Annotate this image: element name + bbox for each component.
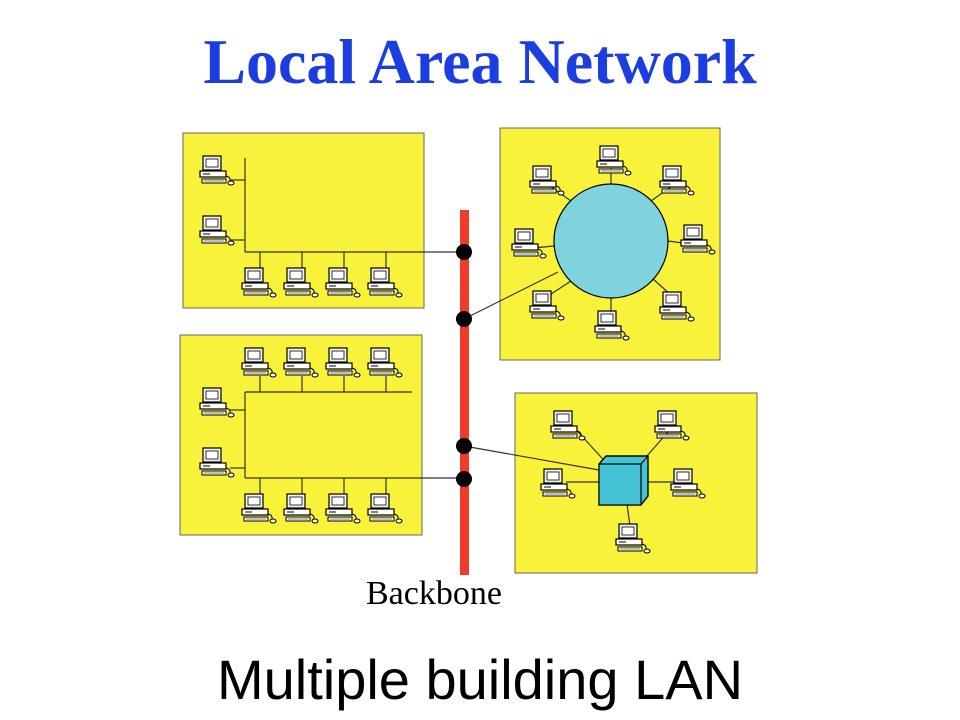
caption: Multiple building LAN — [216, 648, 744, 711]
ring-icon — [553, 183, 669, 299]
lan-cabling — [230, 376, 462, 494]
backbone-label: Backbone — [366, 575, 502, 612]
building-bus-top — [182, 132, 462, 309]
page-title: Local Area Network — [203, 26, 757, 97]
connector-dot-icon — [456, 311, 472, 327]
ring-uplink — [463, 271, 559, 320]
hub-icon — [598, 455, 649, 506]
lan-cabling — [230, 158, 462, 268]
connector-dot-icon — [456, 244, 472, 260]
connector-dot-icon — [456, 471, 472, 487]
connector-dot-icon — [456, 438, 472, 454]
building-ring — [499, 127, 721, 361]
star-uplink — [463, 445, 600, 471]
building-bus-bottom — [179, 334, 462, 536]
backbone-cable — [460, 210, 469, 575]
building-star — [514, 392, 758, 574]
